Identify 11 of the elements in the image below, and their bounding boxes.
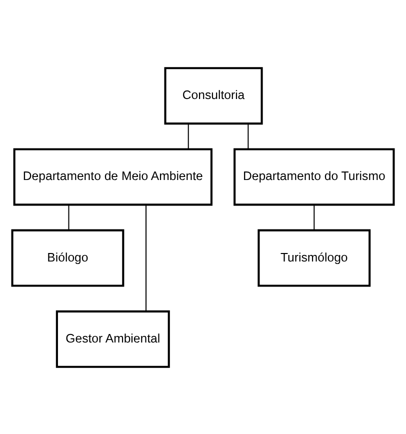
connector bbox=[68, 204, 70, 230]
node-box: Departamento do Turismo bbox=[234, 148, 395, 206]
connector bbox=[146, 204, 147, 311]
connector bbox=[248, 123, 249, 148]
connector bbox=[314, 204, 315, 230]
node-box: Gestor Ambiental bbox=[56, 310, 170, 368]
node-box: Biólogo bbox=[11, 228, 124, 286]
connector bbox=[188, 123, 189, 148]
node-box: Turismólogo bbox=[258, 228, 371, 286]
node-box: Departamento de Meio Ambiente bbox=[13, 148, 212, 206]
node-box: Consultoria bbox=[164, 66, 263, 124]
